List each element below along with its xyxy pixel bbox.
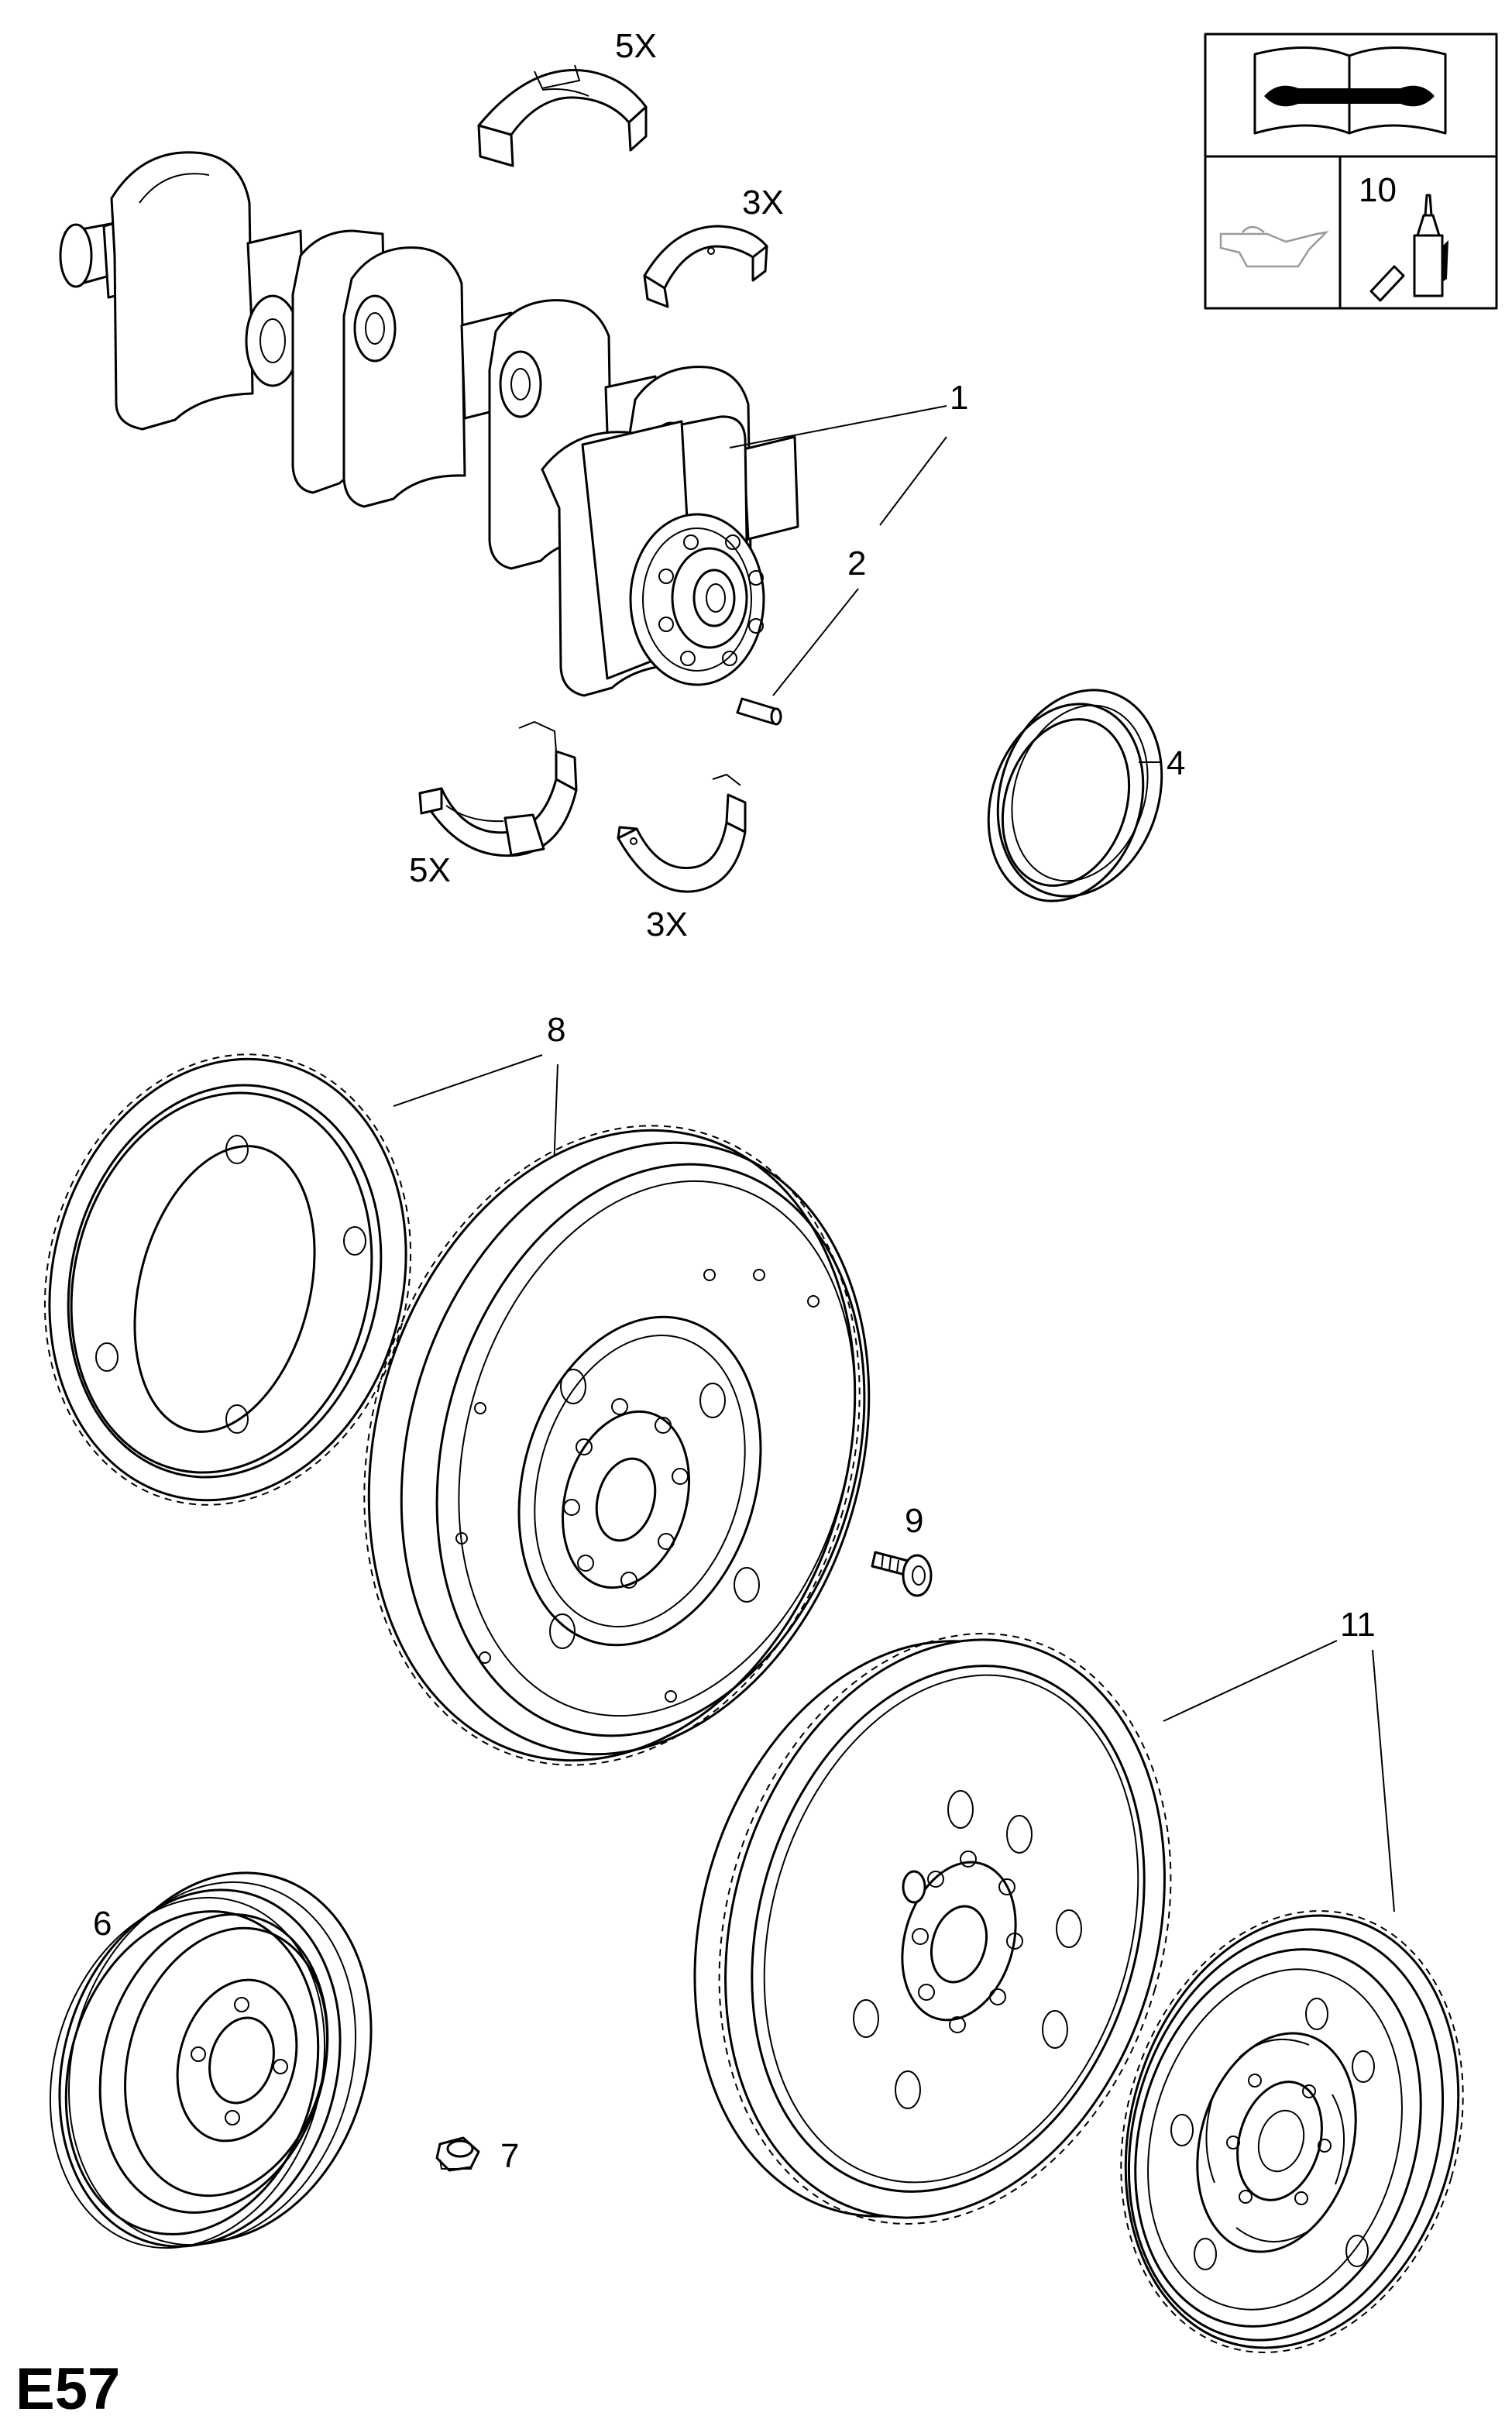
flywheel [693, 1633, 1172, 2225]
leader-line-11a [1163, 1640, 1338, 1722]
pulley-bolt [435, 2136, 480, 2172]
label-2: 2 [847, 545, 866, 582]
label-8: 8 [547, 1011, 565, 1049]
thrust-bearing-shell-upper [643, 225, 768, 308]
leader-line-8a [393, 1054, 543, 1107]
dowel-pin [736, 697, 782, 726]
flywheel-assembly-upper [363, 1125, 871, 1766]
leader-line-1 [729, 405, 947, 448]
quantity-3x-lower: 3X [646, 905, 688, 943]
diagram-code: E57 [15, 2356, 120, 2422]
label-10: 10 [1359, 171, 1397, 209]
main-bearing-shell-upper [477, 64, 648, 167]
reluctor-ring [43, 1053, 412, 1506]
legend-box: 10 [1204, 33, 1498, 310]
book-wrench-icon [1253, 46, 1447, 135]
crankshaft [59, 151, 799, 697]
quantity-3x-upper: 3X [742, 184, 784, 222]
thrust-bearing-shell-lower [617, 773, 747, 893]
label-6: 6 [93, 1905, 112, 1943]
main-bearing-shell-lower [418, 720, 578, 857]
quantity-5x-lower: 5X [409, 851, 451, 889]
damper-pulley [49, 1871, 373, 2249]
quantity-5x-upper: 5X [615, 27, 657, 65]
label-9: 9 [905, 1502, 923, 1540]
oil-can-icon [1219, 225, 1329, 268]
sealant-bottle-icon [1369, 194, 1448, 302]
flywheel-bolt [871, 1551, 933, 1597]
leader-line-2 [772, 588, 859, 696]
leader-line-1b [879, 436, 947, 526]
rear-oil-seal [987, 689, 1163, 902]
label-7: 7 [500, 2137, 519, 2175]
dual-mass-flywheel [1120, 1910, 1464, 2353]
label-11: 11 [1340, 1606, 1376, 1644]
label-4: 4 [1167, 744, 1185, 782]
label-1: 1 [950, 379, 968, 417]
leader-line-11b [1372, 1649, 1395, 1912]
